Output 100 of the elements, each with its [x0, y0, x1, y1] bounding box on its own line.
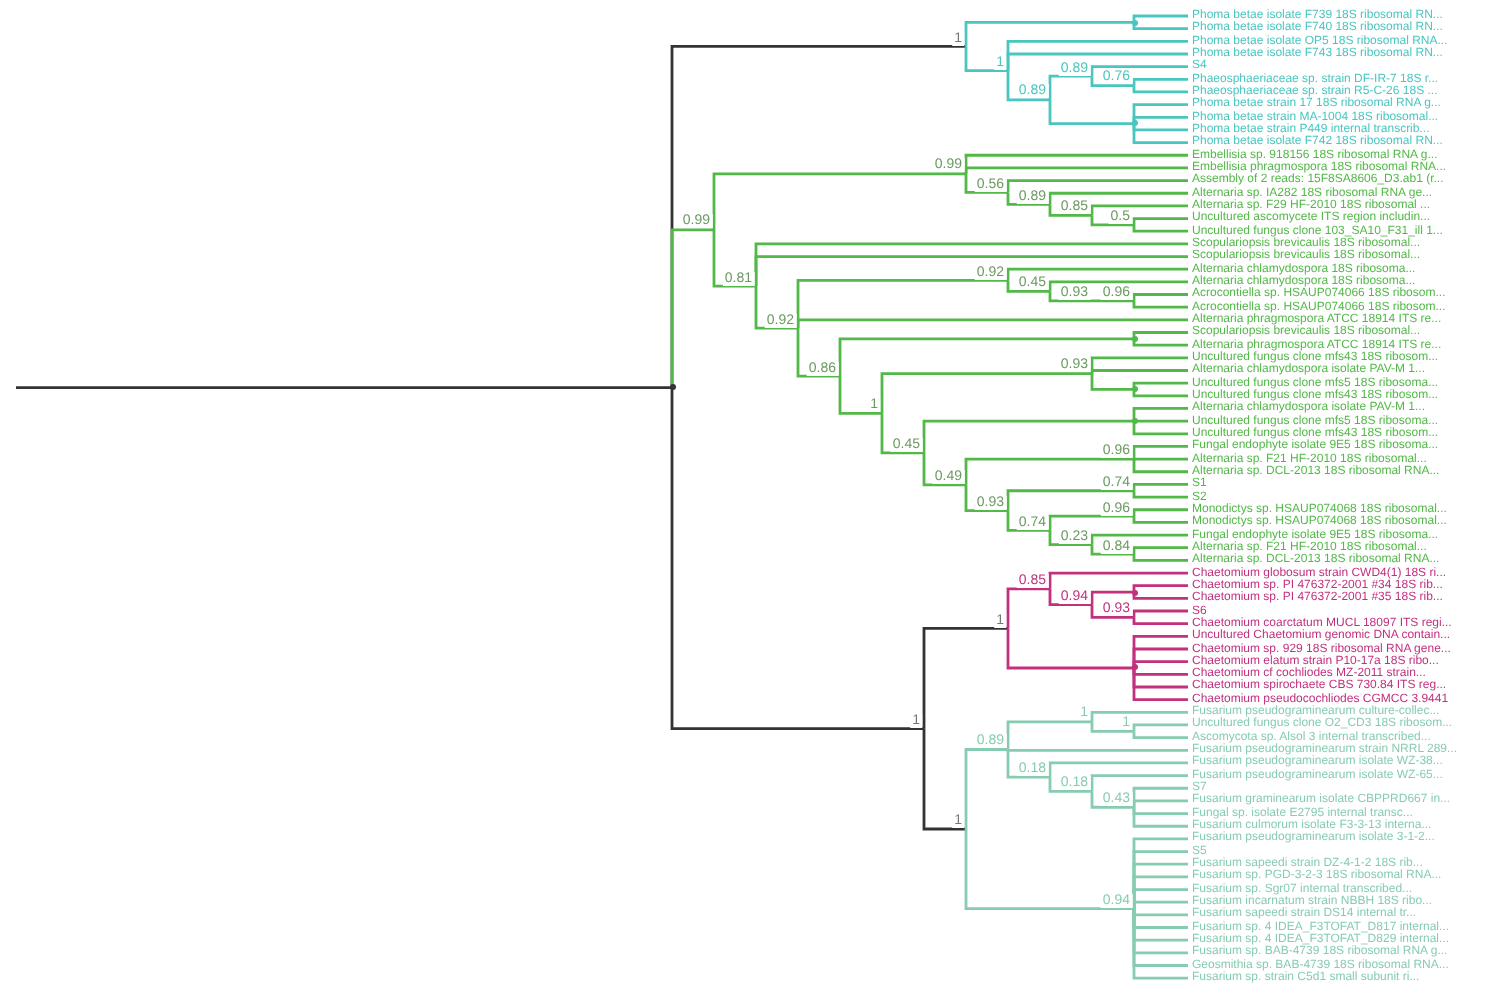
tree-branch: [1090, 373, 1134, 391]
tree-branch: [964, 166, 1188, 174]
tree-branch: [1090, 721, 1134, 733]
tree-branch: [1132, 224, 1188, 233]
tree-branch: [964, 173, 1008, 194]
tree-branch: [796, 318, 1188, 329]
tree-branch: [1132, 723, 1188, 732]
tree-branch: [1132, 331, 1188, 339]
tree-branch: [1132, 123, 1188, 144]
branch-point: [669, 384, 675, 391]
tree-branch: [964, 457, 1134, 485]
tree-branch: [1048, 571, 1188, 589]
tree-branch: [754, 255, 1188, 287]
tree-branch: [1132, 908, 1188, 980]
tree-branch: [712, 172, 966, 230]
tree-branch: [712, 229, 756, 288]
tree-branch: [964, 484, 1008, 512]
tree-branch: [1048, 761, 1188, 778]
tree-branch: [1006, 192, 1050, 206]
tree-branch: [880, 413, 924, 455]
branch-point: [1131, 418, 1137, 425]
tree-branch: [1090, 215, 1134, 227]
tree-branch: [1132, 293, 1188, 301]
tree-branch: [1132, 123, 1188, 132]
tree-branch: [1132, 22, 1188, 31]
tree-branch: [1132, 77, 1188, 86]
tree-branch: [1006, 70, 1050, 102]
tree-branch: [1132, 807, 1188, 828]
tree-branch: [1090, 791, 1134, 809]
tree-branch: [1132, 508, 1188, 517]
tree-branch: [670, 387, 924, 731]
tree-branch: [1090, 65, 1188, 77]
tree-branch: [1132, 483, 1188, 491]
root-branch: [16, 386, 672, 389]
tree-branch: [1090, 369, 1188, 374]
tree-branch: [1132, 731, 1188, 739]
tree-branch: [1048, 280, 1188, 292]
tree-branch: [1090, 533, 1188, 545]
tree-branch: [1132, 584, 1188, 593]
tree-branch: [1132, 115, 1188, 124]
tree-branch: [1090, 774, 1188, 792]
tree-branch: [1006, 749, 1050, 779]
tree-branch: [922, 452, 966, 487]
branch-point: [1131, 335, 1137, 342]
tree-branch: [838, 376, 882, 415]
tree-branch: [1132, 668, 1188, 676]
tree-branch: [1132, 217, 1188, 225]
tree-branch: [1132, 908, 1188, 917]
tree-branch: [1048, 204, 1092, 217]
tree-branch: [1048, 588, 1092, 607]
tree-branch: [1132, 445, 1188, 460]
tree-branch: [1090, 590, 1134, 605]
branch-point: [1131, 386, 1137, 393]
tree-branch: [1132, 14, 1188, 23]
tree-branch: [1048, 99, 1134, 125]
tree-branch: [1132, 338, 1188, 347]
tree-branch: [1090, 299, 1134, 303]
tree-branch: [1132, 459, 1188, 474]
tree-branch: [1048, 74, 1092, 100]
tree-branch: [670, 228, 714, 388]
tree-branch: [1132, 799, 1188, 808]
tree-branch: [1132, 554, 1188, 562]
tree-branch: [1132, 660, 1188, 668]
tree-branch: [922, 419, 1134, 453]
tree-branch: [1090, 544, 1134, 556]
branch-point: [1131, 664, 1137, 671]
branch-point: [1131, 589, 1137, 595]
tree-branch: [838, 337, 1134, 377]
branch-point: [1131, 19, 1137, 26]
tree-branch: [1090, 710, 1188, 722]
tree-branch: [1048, 530, 1092, 546]
tree-branch: [1132, 609, 1188, 618]
tree-branch: [1006, 52, 1188, 71]
tree-branch: [1006, 628, 1134, 670]
tree-branch: [1006, 587, 1050, 629]
tree-branch: [922, 627, 1008, 729]
tree-branch: [1132, 421, 1188, 436]
tree-branch: [922, 728, 966, 831]
tree-branch: [1006, 267, 1188, 281]
tree-branch: [880, 372, 1092, 414]
tree-branch: [1132, 381, 1188, 390]
tree-branch: [1048, 514, 1134, 531]
tree-branch: [964, 748, 1008, 829]
tree-branch: [1132, 592, 1188, 600]
tree-branch: [1132, 617, 1188, 626]
tree-branch: [796, 328, 840, 378]
tree-branch: [1090, 604, 1134, 619]
tree-branch: [1132, 419, 1188, 423]
tree-branch: [1132, 490, 1188, 499]
tree-branch: [1090, 204, 1188, 216]
tree-branch: [1090, 356, 1188, 374]
tree-branch: [1132, 407, 1188, 422]
tree-branch: [1132, 300, 1188, 309]
tree-branch: [1132, 389, 1188, 398]
tree-branch: [1006, 179, 1188, 193]
tree-branch: [1132, 457, 1188, 461]
tree-branch: [1132, 85, 1188, 94]
tree-branch: [1006, 489, 1134, 511]
tree-branch: [1132, 516, 1188, 524]
tree-branch: [1048, 291, 1092, 303]
